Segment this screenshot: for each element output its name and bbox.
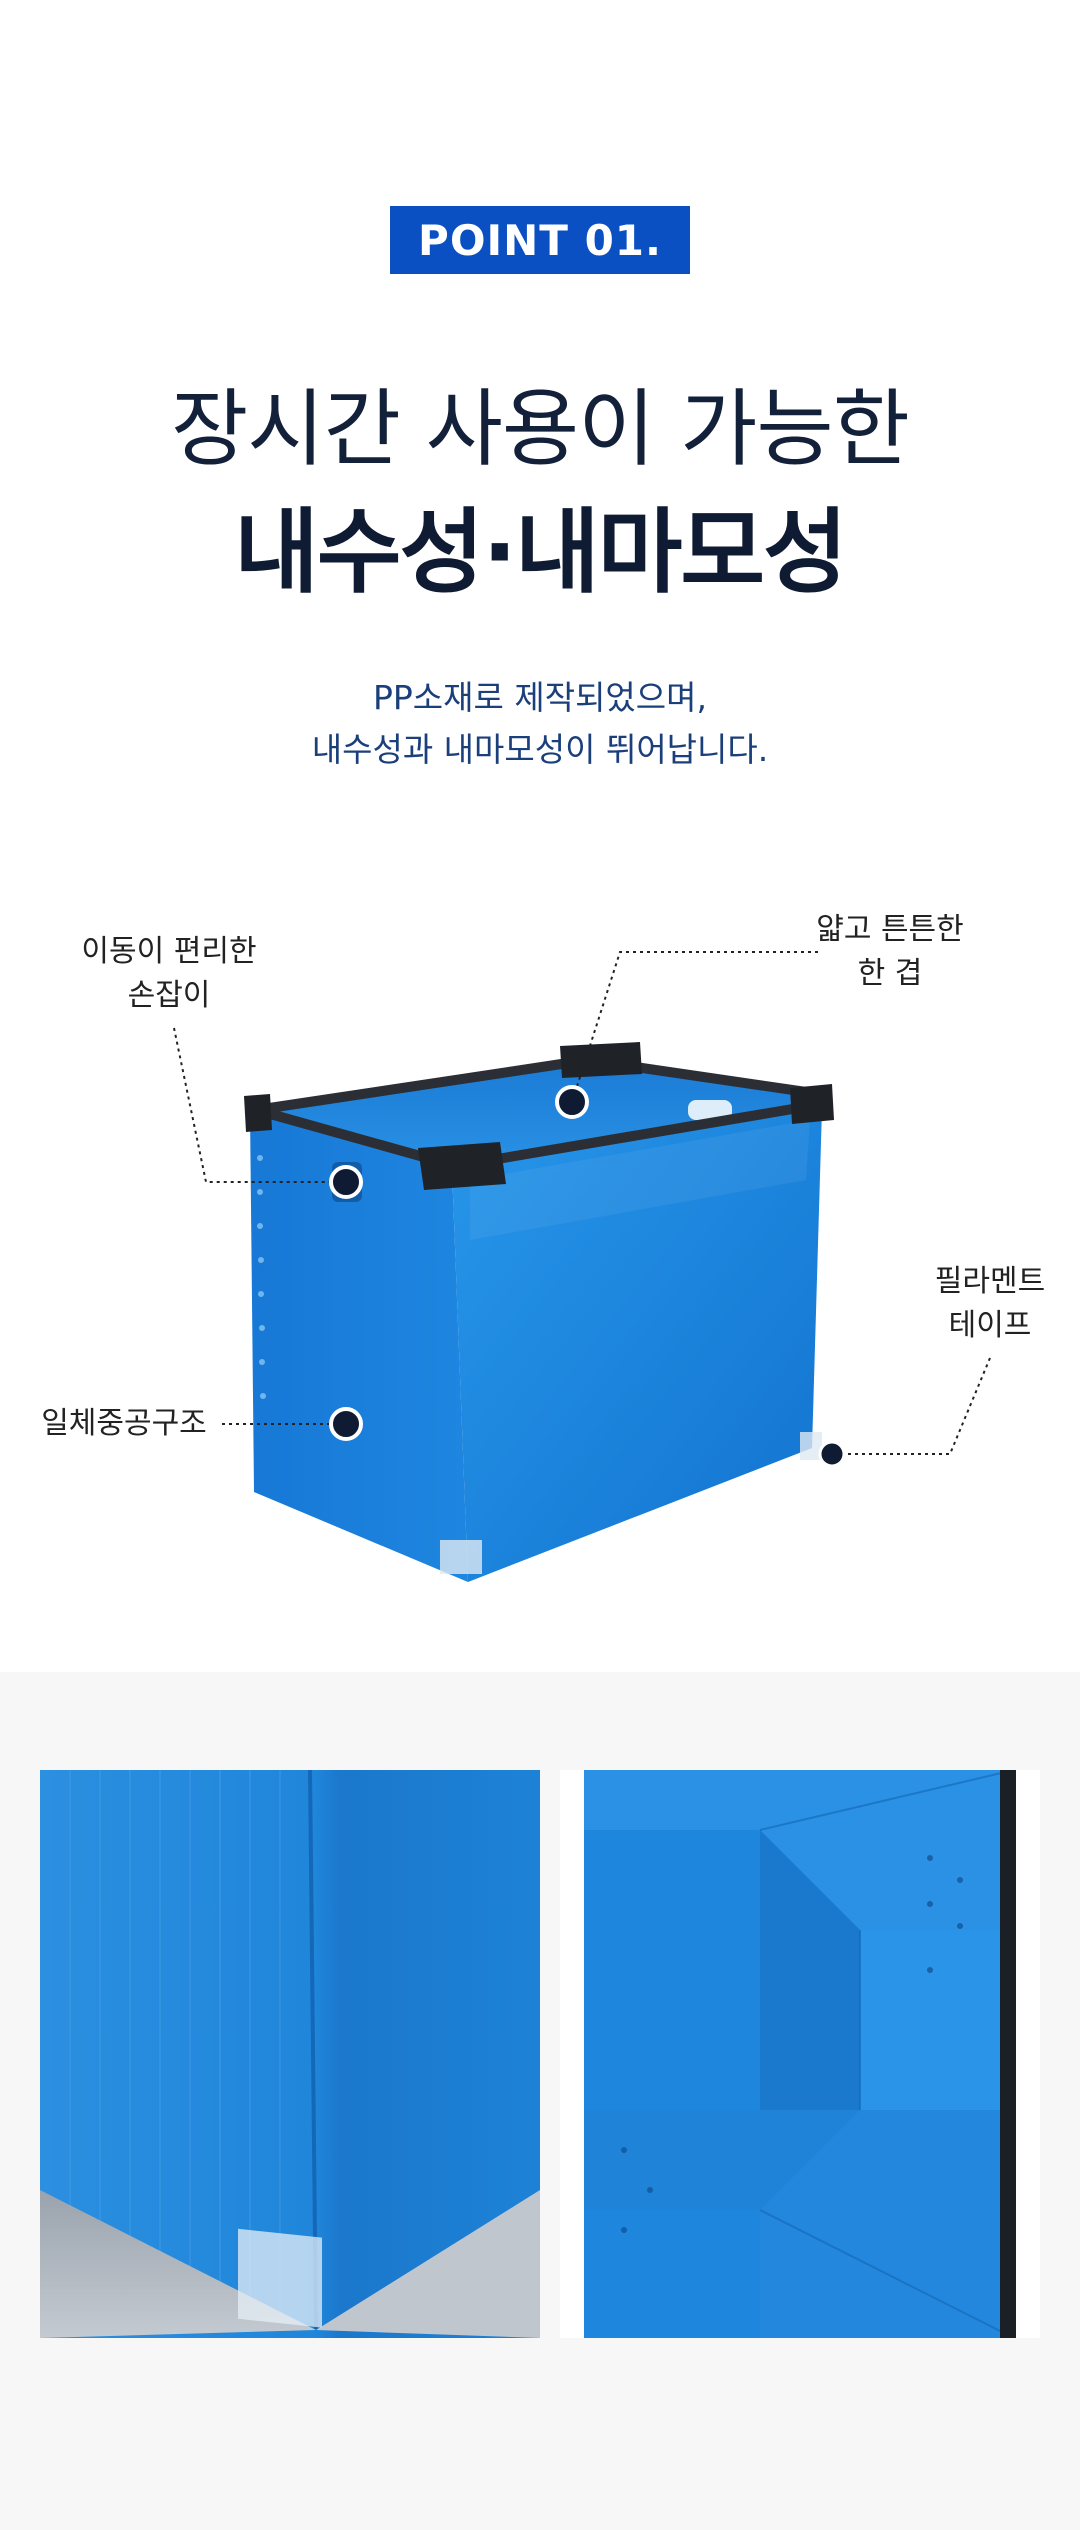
box-side-panel xyxy=(250,1112,468,1582)
tape-corner-right xyxy=(800,1432,822,1460)
detail-photo-side xyxy=(560,1770,1040,2338)
side-closeup-illustration xyxy=(560,1770,1040,2338)
callout-hollow-line1: 일체중공구조 xyxy=(41,1406,207,1441)
subtitle-line1: PP소재로 제작되었으며, xyxy=(372,678,708,717)
callout-dots xyxy=(329,1085,846,1468)
leader-lines xyxy=(173,951,991,1455)
callout-tape: 필라멘트 테이프 xyxy=(910,1260,1070,1348)
corner-closeup-illustration xyxy=(40,1770,540,2338)
product-diagram: 이동이 편리한 손잡이 얇고 튼튼한 한 겹 필라멘트 테이프 일체중공구조 xyxy=(0,880,1080,1640)
callout-thin-line1: 얇고 튼튼한 xyxy=(816,912,964,947)
subtitle-line2: 내수성과 내마모성이 뛰어납니다. xyxy=(311,730,769,769)
callout-thin-line2: 한 겹 xyxy=(857,956,923,991)
callout-hollow: 일체중공구조 xyxy=(24,1402,224,1446)
point-badge: POINT 01. xyxy=(390,206,690,274)
box-sheen xyxy=(470,1120,810,1240)
headline-line2: 내수성·내마모성 xyxy=(234,499,847,606)
tape-corner-front xyxy=(440,1540,482,1574)
side-rivets xyxy=(257,1155,266,1399)
callout-handle-line1: 이동이 편리한 xyxy=(81,934,257,969)
subtitle: PP소재로 제작되었으며, 내수성과 내마모성이 뛰어납니다. xyxy=(0,672,1080,776)
callout-tape-line2: 테이프 xyxy=(948,1308,1032,1343)
box-front-panel xyxy=(452,1108,822,1582)
callout-handle: 이동이 편리한 손잡이 xyxy=(64,930,274,1018)
point-badge-label: POINT 01. xyxy=(418,215,662,265)
callout-thin: 얇고 튼튼한 한 겹 xyxy=(790,908,990,996)
frame-corners xyxy=(244,1042,834,1190)
detail-photo-corner xyxy=(40,1770,540,2338)
headline-line1: 장시간 사용이 가능한 xyxy=(171,380,910,478)
storage-box-illustration xyxy=(173,951,991,1582)
detail-photos-section xyxy=(0,1672,1080,2530)
back-handle-cutout xyxy=(688,1100,732,1120)
callout-tape-line1: 필라멘트 xyxy=(934,1264,1046,1299)
callout-handle-line2: 손잡이 xyxy=(127,978,211,1013)
